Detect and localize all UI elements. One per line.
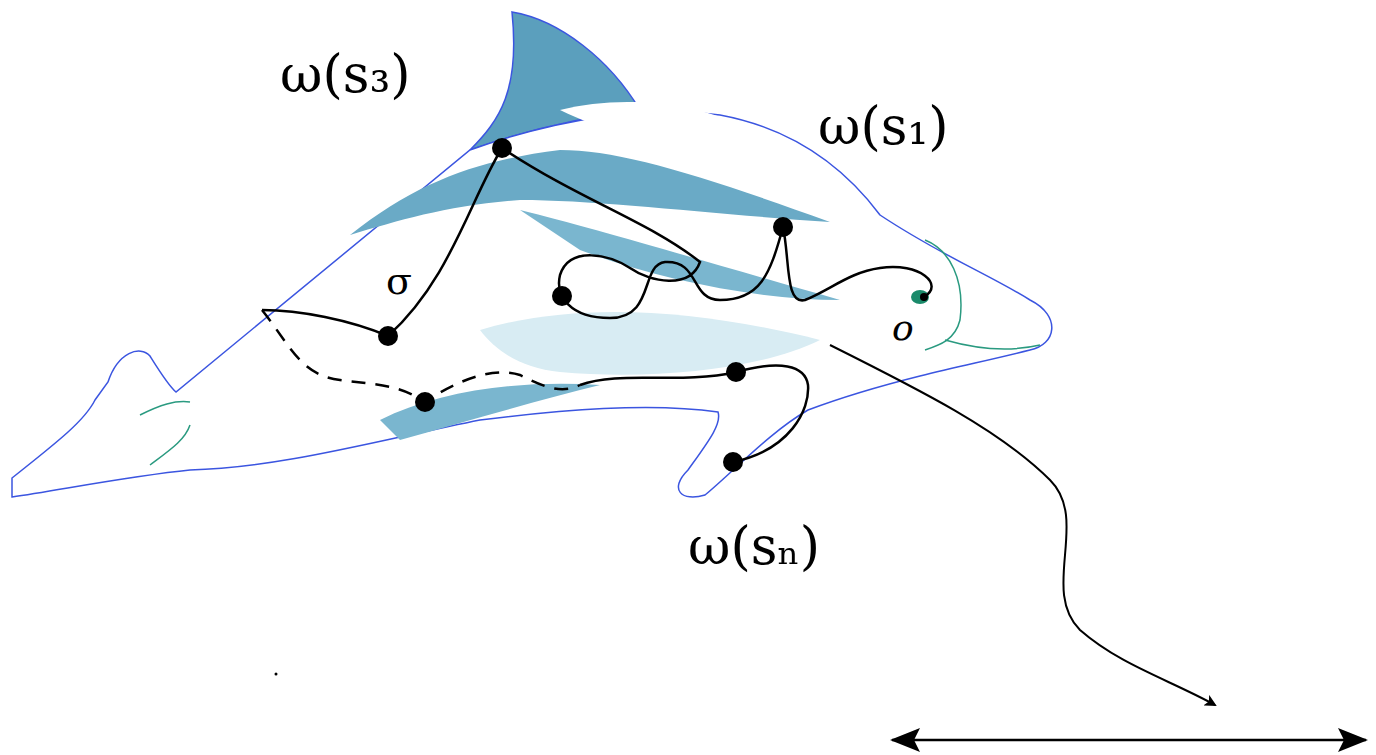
dot [275, 673, 278, 676]
math-label: ω(s₁) [818, 100, 949, 152]
body-stripe [350, 150, 830, 235]
math-label: σ [386, 262, 412, 300]
walk-path [580, 366, 808, 462]
dolphin-body [12, 112, 1052, 497]
eye-line [925, 240, 961, 350]
map-arrow [830, 345, 1215, 705]
walk-path [262, 148, 932, 336]
real-line [892, 739, 1366, 742]
tail-line [140, 402, 190, 465]
belly-stripe [380, 384, 600, 440]
math-label: o [892, 310, 914, 346]
math-label: ω(s₃) [280, 48, 411, 100]
walk-path-hidden [262, 310, 580, 402]
mouth-line [945, 340, 1040, 349]
walk-points [378, 138, 793, 472]
white-patch [560, 102, 760, 142]
math-label: ω(sₙ) [688, 520, 820, 572]
